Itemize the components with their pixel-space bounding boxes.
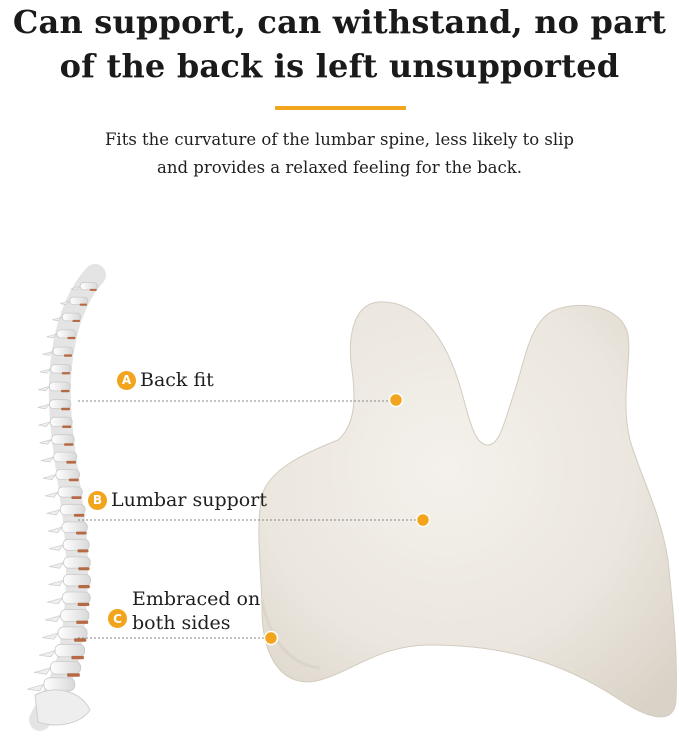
vertebra-process [34, 667, 52, 675]
badge-a: A [117, 370, 136, 390]
vertebra-process [38, 385, 51, 392]
callout-back-fit: A Back fit [117, 369, 214, 391]
marker-dot-b [415, 512, 431, 528]
vertebra [50, 660, 82, 675]
vertebra [62, 574, 91, 587]
vertebra-process [42, 350, 55, 356]
vertebra [49, 399, 72, 410]
vertebra [61, 521, 88, 533]
vertebra-process [41, 456, 55, 463]
vertebra [51, 434, 75, 445]
vertebra-process [48, 579, 65, 587]
vertebra-disc [71, 496, 82, 499]
vertebra-process [52, 316, 63, 322]
headline-line-1: Can support, can withstand, no part [12, 3, 667, 41]
vertebra [49, 381, 71, 392]
vertebra [56, 329, 77, 339]
vertebra-disc [76, 620, 89, 624]
vertebra [59, 503, 86, 516]
vertebra-process [60, 300, 71, 305]
vertebra-disc [61, 407, 71, 411]
headline-line-2: of the back is left unsupported [59, 47, 620, 85]
vertebra-disc [79, 303, 88, 306]
vertebra [57, 486, 83, 498]
lumbar-pillow [258, 301, 677, 718]
vertebra [57, 626, 88, 640]
vertebra-disc [78, 567, 90, 571]
vertebra-disc [60, 389, 70, 393]
vertebra-process [39, 438, 53, 445]
vertebra [60, 609, 90, 623]
vertebra-disc [63, 354, 73, 357]
vertebra-disc [77, 549, 89, 553]
vertebra-disc [62, 425, 72, 428]
vertebra-disc [61, 372, 71, 375]
vertebra-process [46, 333, 59, 339]
callout-lumbar-support-label: Lumbar support [111, 489, 267, 511]
vertebra-process [70, 285, 81, 291]
marker-dot-c [263, 630, 279, 646]
vertebra [63, 556, 91, 569]
vertebra-disc [77, 602, 90, 606]
vertebra-process [27, 683, 45, 692]
vertebra-process [49, 544, 64, 551]
callout-embraced-line-2: both sides [132, 612, 231, 634]
vertebra-process [44, 491, 59, 498]
callout-back-fit-label: Back fit [140, 369, 214, 391]
vertebra [53, 451, 78, 463]
vertebra [69, 296, 89, 306]
callout-embraced-label: Embraced on both sides [132, 587, 260, 635]
vertebra [52, 346, 74, 356]
subtitle: Fits the curvature of the lumbar spine, … [0, 126, 679, 182]
vertebra-disc [72, 319, 81, 322]
vertebra [54, 643, 86, 658]
subtitle-line-2: and provides a relaxed feeling for the b… [157, 158, 522, 177]
vertebra-process [47, 597, 64, 605]
callout-lumbar-support: B Lumbar support [88, 489, 267, 511]
vertebra-process [38, 650, 56, 658]
vertebra-process [45, 614, 62, 622]
vertebra [61, 591, 91, 605]
vertebra-disc [78, 585, 90, 589]
badge-c: C [108, 609, 127, 628]
vertebra-process [42, 632, 59, 640]
vertebra-disc [89, 288, 97, 291]
vertebra-disc [68, 478, 79, 482]
vertebra-disc [71, 655, 84, 660]
vertebra-process [39, 368, 52, 374]
vertebra-process [46, 508, 62, 516]
vertebra [61, 312, 82, 322]
vertebra-disc [67, 336, 76, 340]
vertebra-process [48, 526, 63, 533]
accent-divider [275, 106, 406, 110]
subtitle-line-1: Fits the curvature of the lumbar spine, … [104, 130, 574, 149]
badge-b: B [88, 490, 107, 510]
vertebra-disc [74, 638, 87, 642]
vertebra-disc [64, 443, 74, 446]
vertebra-disc [73, 513, 85, 517]
vertebra-process [37, 403, 51, 410]
vertebra-process [42, 473, 57, 480]
vertebra [62, 538, 90, 551]
vertebra-disc [66, 460, 76, 464]
vertebra [50, 364, 72, 374]
vertebra [49, 416, 73, 427]
callout-embraced-line-1: Embraced on [132, 588, 261, 610]
headline: Can support, can withstand, no part of t… [0, 0, 679, 88]
vertebra-process [49, 561, 65, 569]
vertebra-process [38, 421, 52, 427]
marker-dot-a [388, 392, 404, 408]
vertebra [79, 282, 98, 291]
vertebra-disc [67, 673, 80, 677]
spine-illustration [27, 264, 106, 731]
vertebra [55, 469, 80, 480]
vertebra [43, 677, 76, 692]
vertebra-disc [76, 531, 87, 535]
product-illustration [27, 264, 677, 731]
